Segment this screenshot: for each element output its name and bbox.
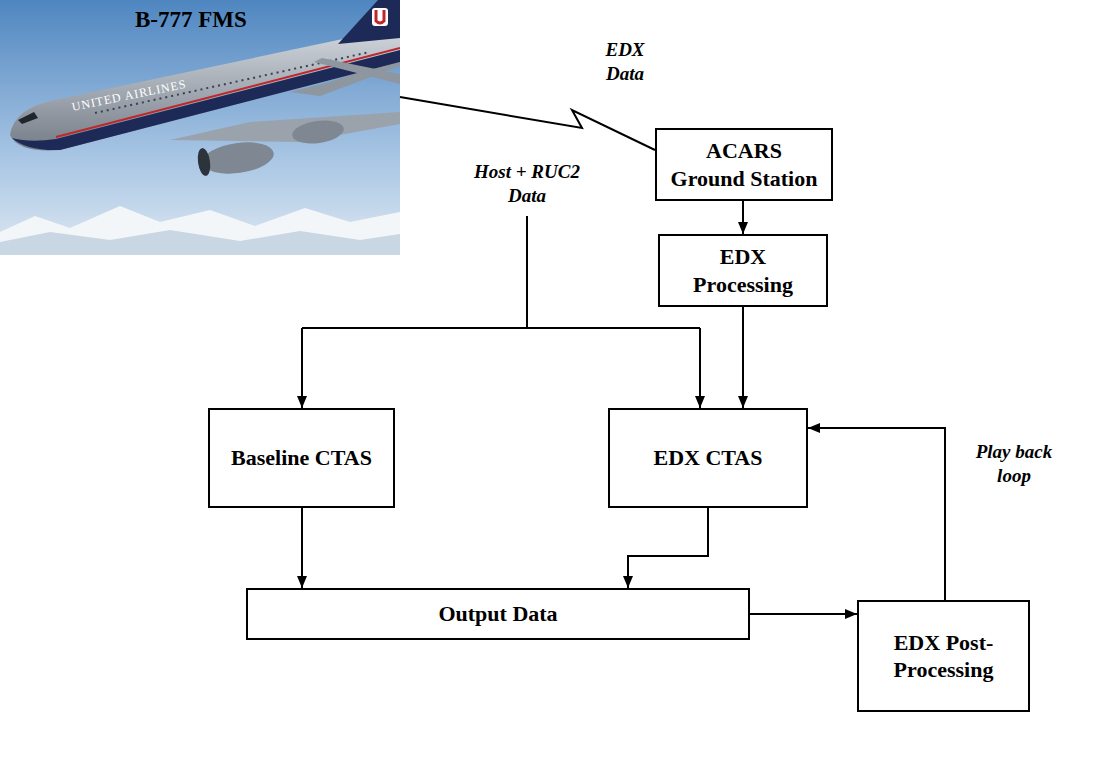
engine (200, 138, 275, 178)
box-label: Output Data (438, 600, 557, 628)
box-label: EDX Post-Processing (871, 629, 1016, 684)
process-box: Baseline CTAS (208, 408, 395, 508)
process-box: ACARS Ground Station (655, 128, 833, 201)
feed-line (302, 327, 700, 329)
flow-connector (742, 307, 744, 408)
tail-fin (338, 0, 400, 44)
feed-arrow (699, 328, 701, 408)
engine-intake (196, 147, 212, 176)
sky (0, 0, 400, 255)
fuselage-belly (12, 50, 400, 150)
flow-connector (750, 613, 857, 615)
cockpit-window (18, 112, 38, 124)
tail-stabilizer (314, 58, 400, 84)
tail-logo-mark (376, 10, 384, 23)
connector-label: Play back loop (956, 440, 1072, 488)
input-label: Host + RUC2 Data (474, 160, 580, 208)
mountain-shade (0, 230, 400, 255)
feed-arrow (301, 328, 303, 408)
box-label: ACARS Ground Station (667, 137, 821, 192)
box-label: Baseline CTAS (231, 444, 372, 472)
box-label: EDX CTAS (653, 444, 762, 472)
flow-connector (628, 508, 708, 588)
tail-logo (372, 8, 388, 26)
snow-mountains (0, 206, 400, 255)
aircraft-photo-art (0, 0, 400, 255)
connector-label: EDX Data (594, 38, 656, 86)
process-box: EDX CTAS (608, 408, 808, 508)
feed-line (526, 216, 528, 328)
flow-connector (808, 428, 945, 600)
host-feed-lines (302, 216, 700, 408)
box-label: EDX Processing (678, 243, 808, 298)
fuselage (10, 28, 400, 150)
process-box: EDX Post-Processing (857, 600, 1030, 712)
near-wing (170, 112, 400, 142)
photo-title: B-777 FMS (135, 6, 247, 35)
engine (291, 117, 346, 146)
data-box: Output Data (246, 588, 750, 640)
flow-connector (742, 201, 744, 234)
flow-connector (301, 508, 303, 588)
aircraft-photo: B-777 FMS (0, 0, 400, 255)
process-box: EDX Processing (658, 234, 828, 307)
flow-connector (400, 97, 655, 150)
